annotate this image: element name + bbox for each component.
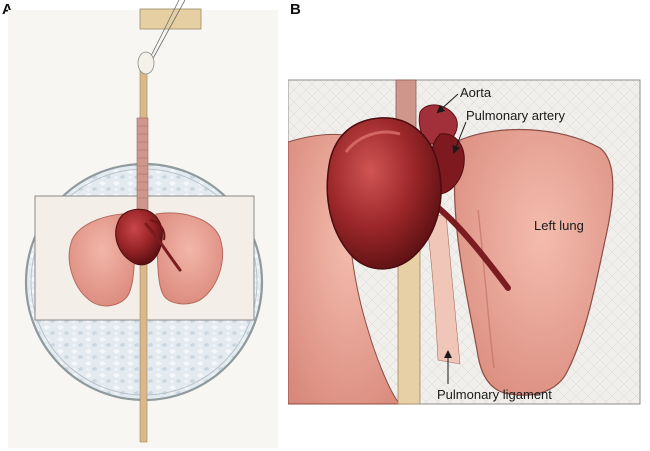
- heart: [115, 208, 163, 266]
- pulmonary-vessel: [144, 222, 182, 272]
- label-pulmonary-ligament: Pulmonary ligament: [437, 387, 552, 402]
- suspension-string: [146, 0, 180, 65]
- label-left-lung: Left lung: [534, 218, 584, 233]
- trachea-rings: [137, 125, 148, 199]
- trachea: [136, 117, 149, 219]
- left-lung: [155, 212, 224, 305]
- label-aorta: Aorta: [460, 85, 492, 100]
- stick-tip-cotton: [137, 51, 155, 75]
- left-lung: [453, 128, 614, 396]
- heart-highlight: [344, 130, 401, 153]
- arrow-pulmonary-artery: [452, 121, 467, 154]
- panel-b-illustration: Aorta Pulmonary artery Left lung Pulmona…: [288, 79, 641, 405]
- pulmonary-vein: [433, 203, 511, 291]
- panel-a-illustration: [8, 0, 278, 448]
- label-pulmonary-artery: Pulmonary artery: [466, 108, 565, 123]
- suspension-string: [149, 0, 186, 65]
- panel-b-letter: B: [290, 1, 301, 18]
- suspension-block: [139, 8, 202, 30]
- arrow-aorta: [436, 93, 459, 114]
- panel-a-letter: A: [2, 1, 13, 18]
- lung-fissure: [477, 209, 495, 369]
- heart: [326, 117, 442, 270]
- pulmonary-ligament: [425, 213, 461, 365]
- heart-outline-detail: [149, 219, 166, 241]
